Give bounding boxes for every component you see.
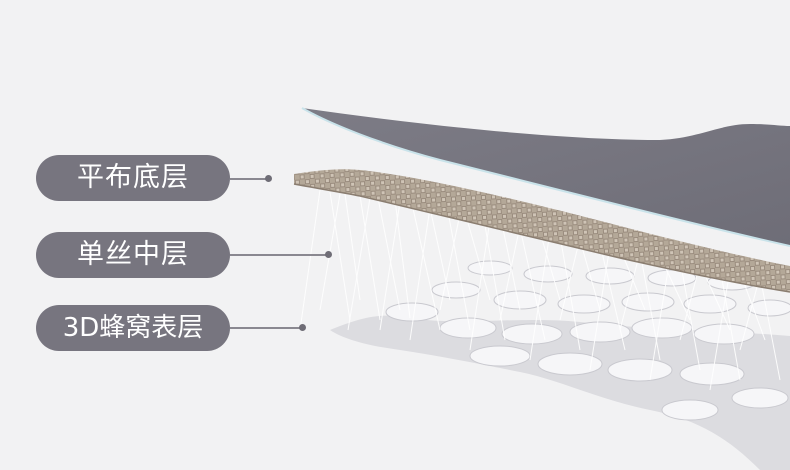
label-plain-weave-base: 平布底层: [36, 155, 230, 201]
leader-dot-1: [265, 175, 272, 182]
top-sheet: [301, 107, 790, 247]
leader-line-3: [230, 327, 302, 329]
leader-line-1: [230, 178, 268, 180]
woven-layer: [293, 169, 790, 293]
leader-line-2: [230, 254, 328, 256]
leader-dot-2: [325, 251, 332, 258]
label-3d-honeycomb-surface: 3D蜂窝表层: [36, 305, 230, 351]
label-monofilament-middle: 单丝中层: [36, 232, 230, 278]
leader-dot-3: [299, 324, 306, 331]
honeycomb-layer: [330, 260, 790, 470]
